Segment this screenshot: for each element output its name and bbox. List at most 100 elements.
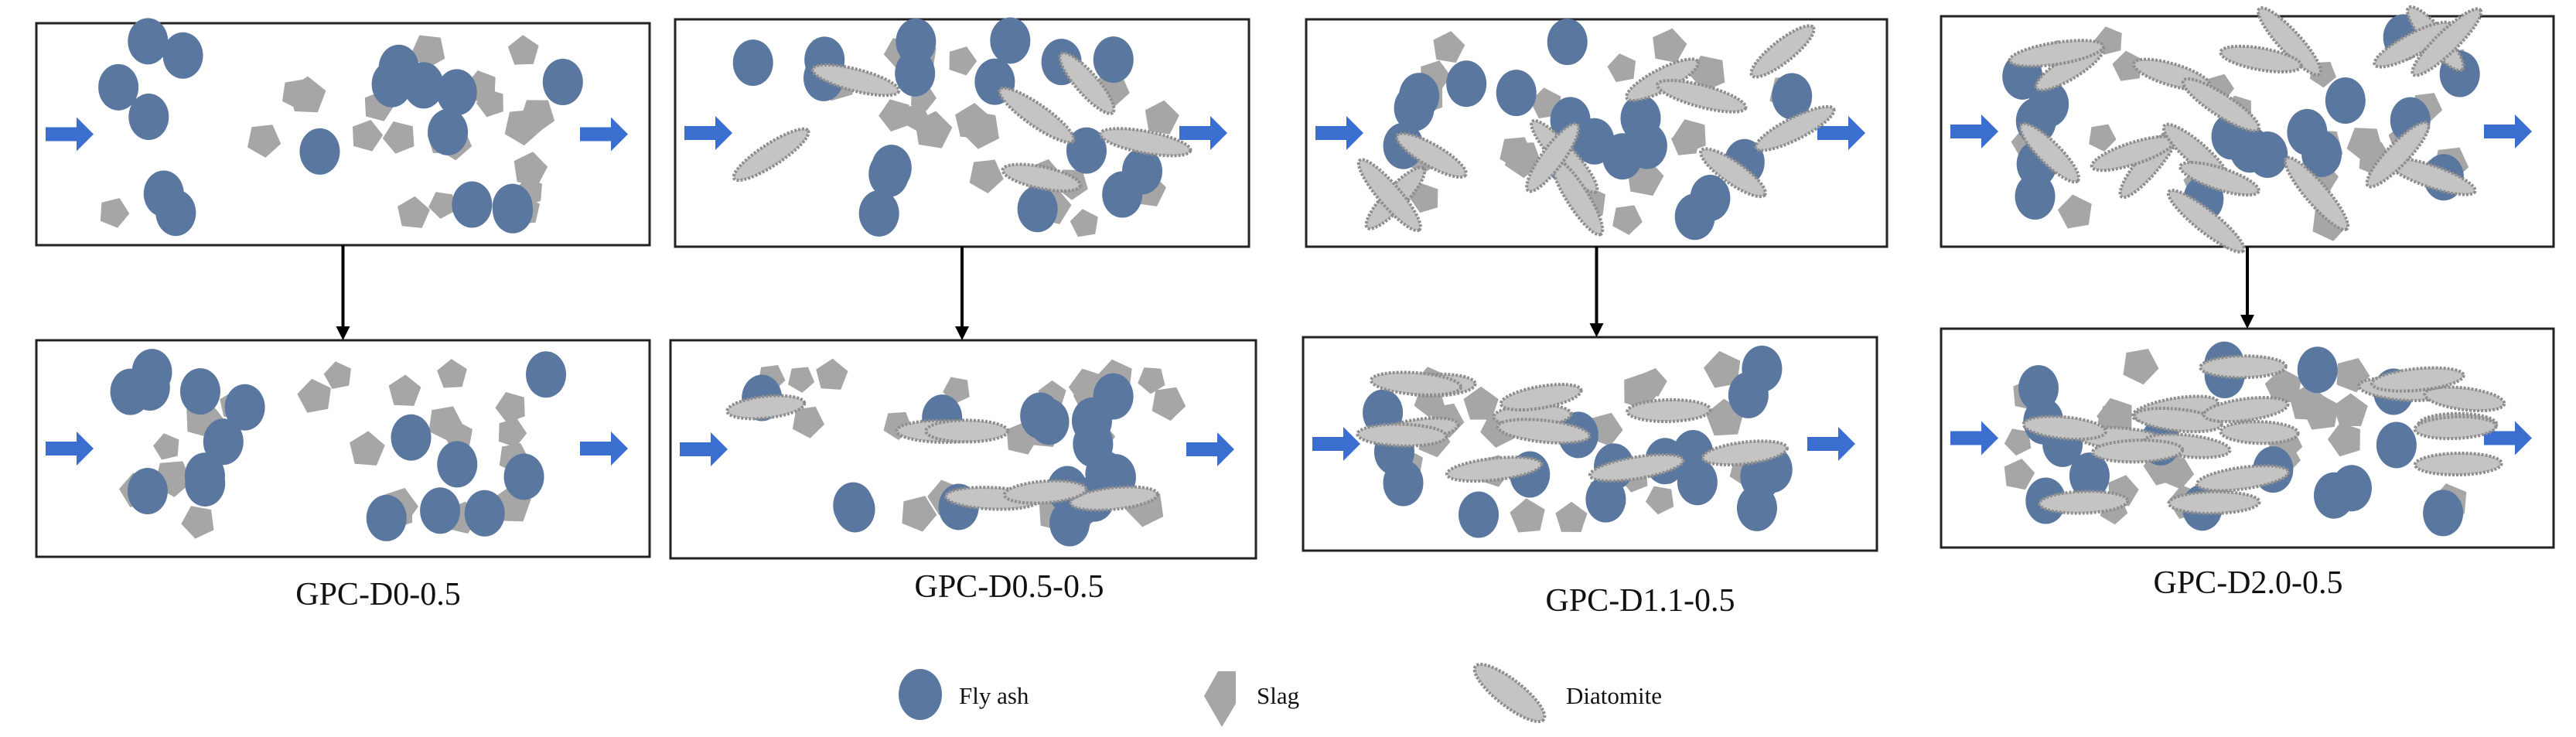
slag-particle bbox=[388, 374, 421, 406]
diatomite-particle bbox=[2370, 366, 2465, 393]
fly-ash-particle bbox=[452, 181, 493, 228]
fly-ash-particle bbox=[1073, 421, 1114, 468]
slag-particle bbox=[153, 433, 179, 460]
fly-ash-particle bbox=[1736, 484, 1777, 531]
fly-ash-particle bbox=[2015, 172, 2056, 220]
fly-ash-particle bbox=[1093, 373, 1134, 420]
diatomite-particle bbox=[2413, 415, 2498, 441]
slag-particle bbox=[1145, 100, 1179, 135]
fly-ash-particle bbox=[127, 468, 168, 515]
fly-ash-particle bbox=[2325, 77, 2366, 124]
diatomite-particle bbox=[2167, 490, 2261, 515]
fly-ash-particle bbox=[366, 494, 407, 541]
slag-particle bbox=[1433, 31, 1465, 63]
fly-ash-particle bbox=[868, 151, 909, 198]
diatomite-particle bbox=[998, 86, 1076, 145]
inflow-arrow-icon bbox=[1950, 114, 1998, 148]
fly-ash-particle bbox=[493, 186, 534, 234]
diatomite-legend-icon bbox=[1472, 663, 1547, 723]
slag-particle bbox=[788, 367, 815, 393]
panel-label-1: GPC-D0-0.5 bbox=[295, 577, 461, 612]
diatomite-particle bbox=[1068, 485, 1159, 512]
fly-ash-particle bbox=[1121, 148, 1162, 195]
slag-particle bbox=[2004, 428, 2032, 456]
slag-particle bbox=[100, 198, 130, 228]
fly-ash-particle bbox=[990, 17, 1031, 64]
diatomite-particle bbox=[1356, 158, 1422, 233]
fly-ash-particle bbox=[162, 32, 203, 79]
legend-label-slag: Slag bbox=[1257, 682, 1299, 709]
slag-particle bbox=[323, 361, 351, 389]
diatomite-particle bbox=[1058, 51, 1116, 115]
slag-particle bbox=[2301, 393, 2339, 430]
slag-particle bbox=[1510, 498, 1545, 533]
fly-ash-particle bbox=[391, 414, 432, 461]
diatomite-particle bbox=[1356, 422, 1448, 448]
slag-particle bbox=[1645, 486, 1674, 515]
down-arrow-head-icon bbox=[955, 326, 969, 340]
inflow-arrow-icon bbox=[680, 432, 728, 466]
slag-particle bbox=[411, 35, 445, 70]
diatomite-particle bbox=[1699, 147, 1767, 199]
diatomite-particle bbox=[2090, 438, 2185, 464]
fly-ash-particle bbox=[2376, 421, 2417, 469]
diatomite-particle bbox=[2411, 7, 2483, 77]
fly-ash-particle bbox=[503, 453, 544, 500]
slag-particle bbox=[1138, 367, 1165, 394]
slag-particle bbox=[353, 120, 384, 152]
inflow-arrow-icon bbox=[1950, 421, 1998, 456]
diatomite-particle bbox=[2022, 415, 2108, 442]
diatomite-particle bbox=[1525, 121, 1581, 193]
fly-ash-particle bbox=[2301, 130, 2342, 177]
panel-3-compacted bbox=[1302, 336, 1878, 552]
panel-4-initial bbox=[1940, 5, 2555, 254]
fly-ash-particle bbox=[1496, 70, 1537, 117]
fly-ash-particle bbox=[128, 18, 169, 65]
outflow-arrow-icon bbox=[1807, 427, 1855, 461]
panel-1-compacted bbox=[35, 339, 651, 558]
slag-particle bbox=[476, 88, 503, 118]
diatomite-particle bbox=[1499, 383, 1583, 412]
outflow-arrow-icon bbox=[1817, 116, 1865, 150]
slag-particle bbox=[1704, 350, 1741, 388]
fly-ash-particle bbox=[1620, 94, 1661, 142]
slag-particle bbox=[1639, 368, 1667, 397]
fly-ash-particle bbox=[1446, 60, 1487, 107]
fly-ash-particle bbox=[834, 486, 875, 533]
fly-ash-particle bbox=[1673, 430, 1714, 477]
slag-particle bbox=[437, 359, 467, 388]
diatomite-particle bbox=[1701, 439, 1789, 467]
slag-particle bbox=[520, 100, 555, 134]
slag-particle bbox=[1504, 142, 1542, 179]
slag-particle bbox=[428, 192, 455, 219]
down-arrow-head-icon bbox=[2240, 315, 2254, 329]
slag-particle bbox=[247, 125, 281, 158]
slag-particle bbox=[498, 418, 527, 448]
diatomite-particle bbox=[1588, 452, 1685, 483]
slag-particle bbox=[397, 196, 430, 228]
slag-particle bbox=[297, 378, 331, 413]
fly-ash-particle bbox=[1017, 186, 1058, 233]
fly-ash-particle bbox=[526, 351, 567, 398]
fly-ash-particle bbox=[403, 62, 444, 109]
slag-particle bbox=[2057, 194, 2092, 229]
fly-ash-particle bbox=[1394, 84, 1435, 131]
slag-particle bbox=[969, 159, 1004, 193]
diatomite-particle bbox=[2181, 77, 2261, 133]
fly-ash-particle bbox=[420, 487, 461, 534]
diatomite-particle bbox=[2219, 420, 2300, 445]
down-arrow-head-icon bbox=[1589, 323, 1604, 337]
slag-particle bbox=[1590, 412, 1623, 446]
panel-2-compacted bbox=[669, 339, 1257, 560]
diatomite-particle bbox=[1001, 162, 1082, 193]
panel-3-initial bbox=[1305, 18, 1888, 248]
diatomite-particle bbox=[725, 394, 807, 421]
diatomite-particle bbox=[1754, 104, 1836, 152]
slag-particle bbox=[2333, 393, 2368, 427]
slag-particle bbox=[2097, 398, 2132, 435]
inflow-arrow-icon bbox=[46, 432, 94, 466]
panel-4-compacted bbox=[1940, 327, 2555, 549]
inflow-arrow-icon bbox=[46, 117, 94, 152]
slag-particle bbox=[1653, 28, 1687, 63]
fly-ash-particle bbox=[131, 349, 172, 396]
